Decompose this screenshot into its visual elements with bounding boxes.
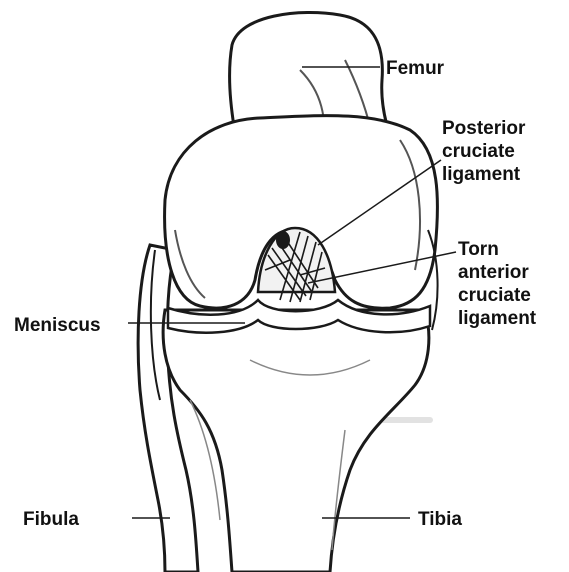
- label-acl-line-2: anterior: [458, 261, 536, 284]
- tibia-bone: [163, 310, 429, 572]
- label-acl-line-1: Torn: [458, 238, 536, 261]
- label-tibia: Tibia: [418, 508, 462, 531]
- label-torn-anterior-cruciate-ligament: Torn anterior cruciate ligament: [458, 238, 536, 330]
- label-acl-line-3: cruciate: [458, 284, 536, 307]
- label-posterior-cruciate-ligament: Posterior cruciate ligament: [442, 117, 525, 186]
- label-fibula-text: Fibula: [23, 508, 79, 531]
- label-pcl-line-2: cruciate: [442, 140, 525, 163]
- label-pcl-line-1: Posterior: [442, 117, 525, 140]
- label-fibula: Fibula: [23, 508, 79, 531]
- label-pcl-line-3: ligament: [442, 163, 525, 186]
- label-meniscus-text: Meniscus: [14, 314, 101, 337]
- label-meniscus: Meniscus: [14, 314, 101, 337]
- label-femur-text: Femur: [386, 57, 444, 80]
- ligament-dark-spot: [276, 231, 290, 249]
- label-acl-line-4: ligament: [458, 307, 536, 330]
- label-tibia-text: Tibia: [418, 508, 462, 531]
- label-femur: Femur: [386, 57, 444, 80]
